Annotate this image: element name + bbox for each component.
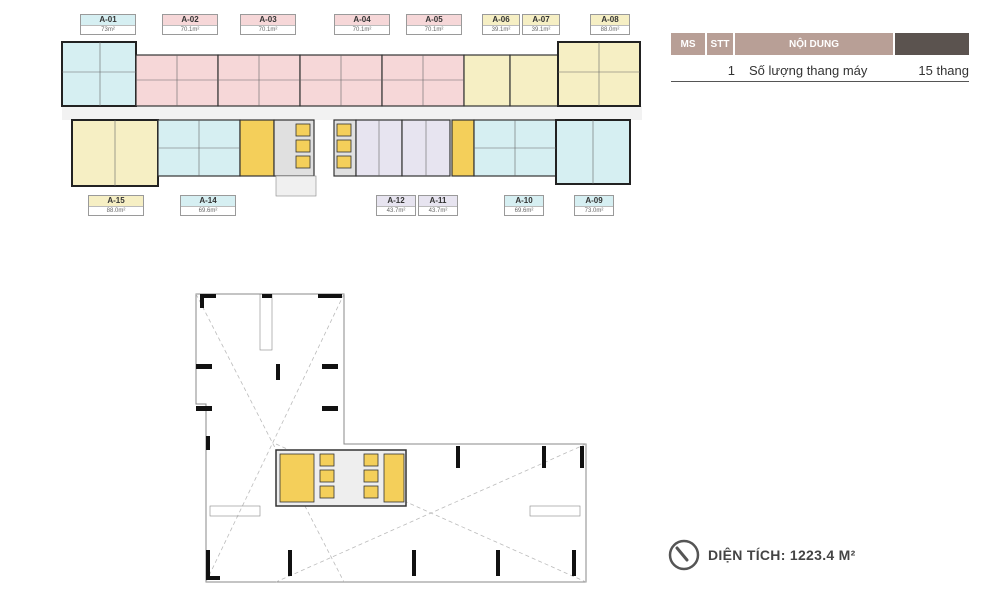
unit-area: 70.1m² (163, 25, 217, 34)
header-ms: MS (671, 33, 705, 55)
floor-plan-drawing (61, 41, 642, 583)
unit-tag-a04: A-04 70.1m² (334, 14, 390, 35)
unit-code: A-14 (181, 196, 235, 206)
table-header: MS STT NỘI DUNG (671, 33, 969, 55)
unit-code: A-09 (575, 196, 613, 206)
lower-structural-plan (195, 293, 587, 583)
corridor (62, 106, 642, 120)
elevator-cars (295, 123, 352, 169)
inner-outline (209, 293, 581, 517)
structural-columns (196, 294, 584, 580)
area-text: DIỆN TÍCH: 1223.4 M² (708, 547, 856, 563)
header-stt: STT (707, 33, 733, 55)
upper-floor-plan (61, 41, 642, 197)
cell-stt: 1 (727, 62, 735, 78)
unit-tag-a14: A-14 69.6m² (180, 195, 236, 216)
unit-area: 39.1m² (523, 25, 559, 34)
unit-tag-a09: A-09 73.0m² (574, 195, 614, 216)
unit-code: A-08 (591, 15, 629, 25)
unit-code: A-12 (377, 196, 415, 206)
unit-tag-a05: A-05 70.1m² (406, 14, 462, 35)
unit-area: 88.0m² (89, 206, 143, 215)
interior-walls (62, 42, 640, 186)
unit-area: 39.1m² (483, 25, 519, 34)
core-left (239, 119, 275, 177)
unit-code: A-02 (163, 15, 217, 25)
unit-code: A-05 (407, 15, 461, 25)
unit-area: 88.0m² (591, 25, 629, 34)
floor-plan-area: A-01 73m² A-02 70.1m² A-03 70.1m² A-04 7… (61, 14, 642, 583)
header-value (895, 33, 969, 55)
unit-code: A-07 (523, 15, 559, 25)
unit-code: A-04 (335, 15, 389, 25)
unit-a07 (509, 54, 559, 107)
unit-area: 43.7m² (377, 206, 415, 215)
unit-area: 70.1m² (335, 25, 389, 34)
unit-tag-a10: A-10 69.6m² (504, 195, 544, 216)
lobby-extension (275, 175, 317, 197)
unit-tag-a07: A-07 39.1m² (522, 14, 560, 35)
unit-tag-a11: A-11 43.7m² (418, 195, 458, 216)
unit-code: A-03 (241, 15, 295, 25)
unit-tag-a06: A-06 39.1m² (482, 14, 520, 35)
unit-area: 43.7m² (419, 206, 457, 215)
unit-code: A-06 (483, 15, 519, 25)
unit-code: A-01 (81, 15, 135, 25)
unit-area: 69.6m² (505, 206, 543, 215)
unit-area: 69.6m² (181, 206, 235, 215)
unit-tag-a08: A-08 88.0m² (590, 14, 630, 35)
unit-code: A-11 (419, 196, 457, 206)
unit-area: 70.1m² (407, 25, 461, 34)
unit-code: A-15 (89, 196, 143, 206)
info-table: MS STT NỘI DUNG 1 Số lượng thang máy 15 … (671, 33, 969, 82)
cell-content: Số lượng thang máy (749, 62, 868, 78)
core-right (451, 119, 475, 177)
unit-code: A-10 (505, 196, 543, 206)
unit-area: 73.0m² (575, 206, 613, 215)
unit-tag-a12: A-12 43.7m² (376, 195, 416, 216)
unit-tag-a02: A-02 70.1m² (162, 14, 218, 35)
header-content: NỘI DUNG (735, 33, 893, 55)
area-summary: DIỆN TÍCH: 1223.4 M² (668, 538, 856, 572)
compass-icon (668, 539, 700, 571)
unit-tag-a15: A-15 88.0m² (88, 195, 144, 216)
unit-a06 (463, 54, 511, 107)
unit-area: 73m² (81, 25, 135, 34)
unit-a01 (61, 41, 137, 107)
table-row: 1 Số lượng thang máy 15 thang (671, 59, 969, 82)
unit-area: 70.1m² (241, 25, 295, 34)
unit-tag-a03: A-03 70.1m² (240, 14, 296, 35)
unit-tag-a01: A-01 73m² (80, 14, 136, 35)
cell-value: 15 thang (918, 62, 969, 78)
